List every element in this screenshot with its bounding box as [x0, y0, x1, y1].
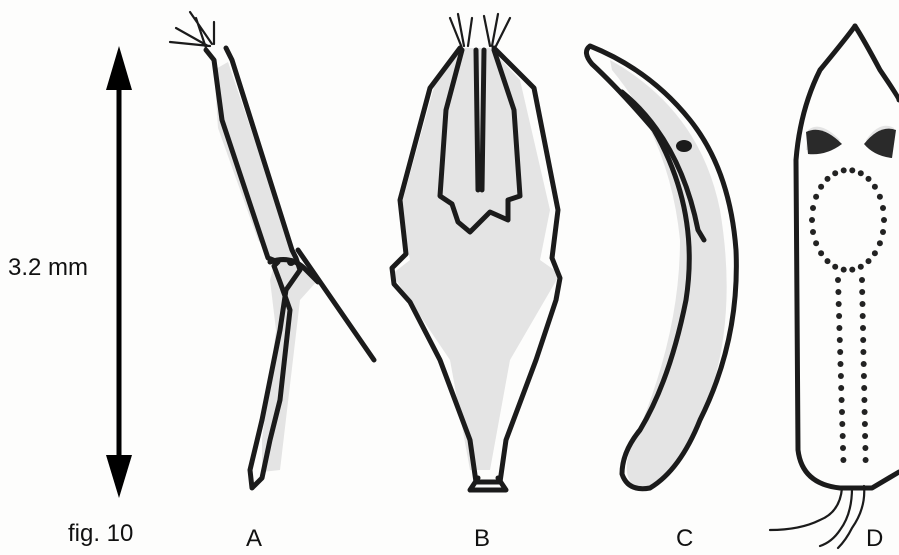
organ-dot — [839, 421, 845, 427]
scale-arrow-up-icon — [106, 46, 132, 90]
organ-dot — [810, 229, 816, 235]
organ-dot — [818, 184, 824, 190]
specimen-d — [770, 26, 899, 548]
organ-dot — [832, 170, 838, 176]
organ-dot — [840, 457, 846, 463]
organ-dot — [835, 289, 841, 295]
organ-dot — [839, 409, 845, 415]
organ-dot — [860, 313, 866, 319]
panel-label-d: D — [866, 527, 883, 551]
organ-dot — [860, 349, 866, 355]
organ-dot — [861, 385, 867, 391]
organ-dot — [866, 258, 872, 264]
organ-dot — [813, 194, 819, 200]
scale-arrow-down-icon — [106, 455, 132, 498]
specimen-a — [170, 12, 374, 488]
organ-dot — [838, 361, 844, 367]
organ-dot — [841, 267, 847, 273]
organ-dot — [860, 337, 866, 343]
organ-dot — [818, 250, 824, 256]
organ-dot — [881, 217, 887, 223]
organ-dot — [858, 170, 864, 176]
organ-dot — [849, 167, 855, 173]
organ-dot — [825, 258, 831, 264]
organ-dot — [863, 457, 869, 463]
dotted-organ — [809, 167, 887, 463]
organ-dot — [840, 433, 846, 439]
panel-label-c: C — [676, 527, 693, 551]
organ-dot — [862, 421, 868, 427]
organ-dot — [832, 264, 838, 270]
organ-dot — [861, 361, 867, 367]
organ-dot — [838, 373, 844, 379]
scale-label: 3.2 mm — [8, 256, 88, 280]
organ-dot — [861, 373, 867, 379]
organ-dot — [861, 397, 867, 403]
organ-dot — [877, 240, 883, 246]
panel-label-b: B — [474, 527, 490, 551]
organ-dot — [849, 267, 855, 273]
panel-label-a: A — [246, 527, 262, 551]
organ-dot — [841, 167, 847, 173]
organ-dot — [809, 217, 815, 223]
organ-dot — [825, 176, 831, 182]
organ-dot — [862, 445, 868, 451]
organ-dot — [880, 229, 886, 235]
specimen-c — [586, 46, 736, 490]
figure-label: fig. 10 — [68, 522, 133, 546]
organ-dot — [880, 205, 886, 211]
organ-dot — [836, 301, 842, 307]
organ-dot — [836, 313, 842, 319]
organ-dot — [858, 264, 864, 270]
organ-dot — [872, 184, 878, 190]
organ-dot — [860, 301, 866, 307]
organ-dot — [813, 240, 819, 246]
organ-dot — [835, 277, 841, 283]
organ-dot — [840, 445, 846, 451]
organ-dot — [810, 205, 816, 211]
organ-dot — [862, 433, 868, 439]
organ-dot — [860, 325, 866, 331]
organ-dot — [859, 277, 865, 283]
organ-dot — [837, 337, 843, 343]
scale-bar — [106, 46, 132, 498]
organ-dot — [866, 176, 872, 182]
organ-dot — [837, 349, 843, 355]
organ-dot — [839, 397, 845, 403]
organ-dot — [859, 289, 865, 295]
organ-dot — [872, 250, 878, 256]
organ-dot — [862, 409, 868, 415]
organ-dot — [877, 194, 883, 200]
organ-dot — [836, 325, 842, 331]
specimen-b — [392, 14, 560, 490]
organ-dot — [838, 385, 844, 391]
